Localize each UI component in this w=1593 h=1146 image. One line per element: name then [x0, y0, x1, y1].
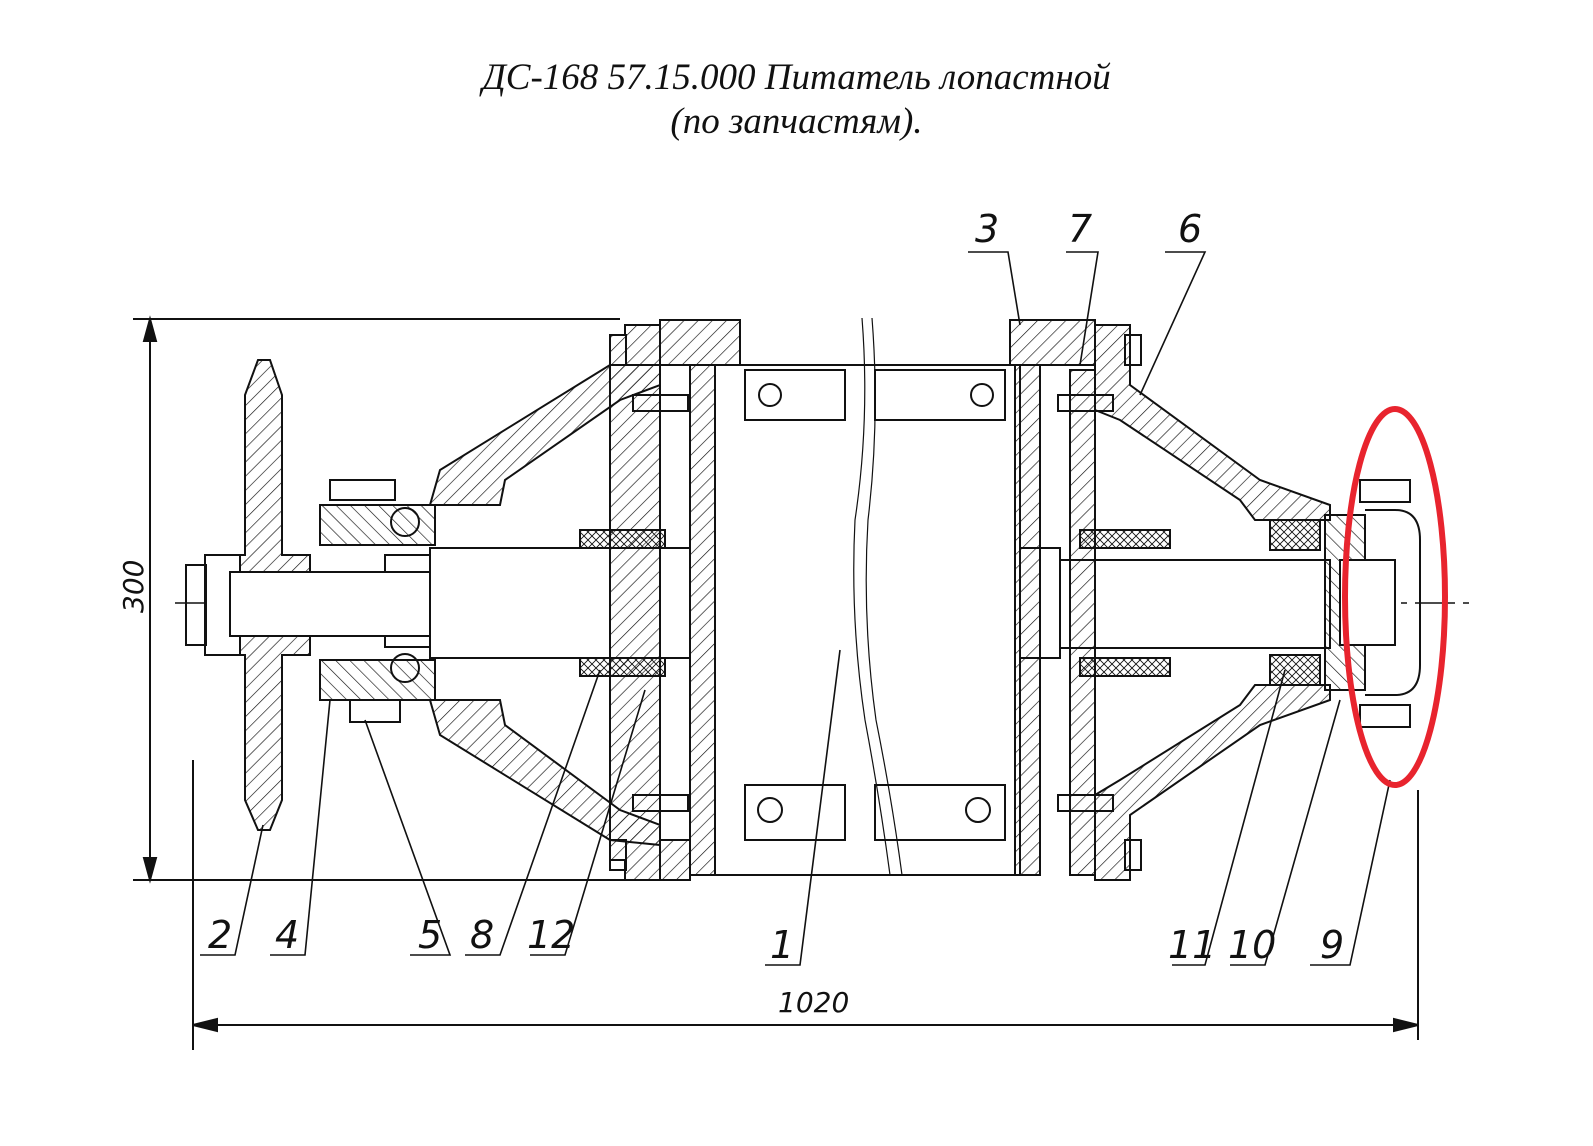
right-housing	[1069, 324, 1331, 881]
length-dimension	[192, 760, 1419, 1050]
highlight-ellipse	[1342, 406, 1448, 788]
callout-1: 1	[770, 923, 794, 967]
bolts	[609, 334, 1142, 871]
rotor	[689, 319, 1096, 876]
callout-6: 6	[1178, 207, 1202, 251]
callout-12: 12	[527, 913, 575, 957]
callout-10: 10	[1228, 923, 1276, 967]
drawing-subtitle: (по запчастям).	[670, 101, 923, 142]
length-dim-label: 1020	[778, 986, 849, 1019]
callout-7: 7	[1068, 207, 1092, 251]
right-bearing-cap	[1324, 479, 1421, 728]
callout-4: 4	[275, 913, 299, 957]
left-housing	[428, 319, 741, 881]
callout-5: 5	[418, 913, 442, 957]
callout-9: 9	[1320, 923, 1344, 967]
callout-2: 2	[208, 913, 232, 957]
callout-3: 3	[975, 207, 999, 251]
callout-11: 11	[1168, 923, 1216, 967]
drawing-title: ДС-168 57.15.000 Питатель лопастной	[482, 57, 1111, 98]
height-dim-label: 300	[117, 560, 150, 613]
height-dimension	[133, 315, 640, 884]
callout-8: 8	[470, 913, 494, 957]
leader-lines	[200, 251, 1391, 966]
break-line	[853, 317, 891, 876]
